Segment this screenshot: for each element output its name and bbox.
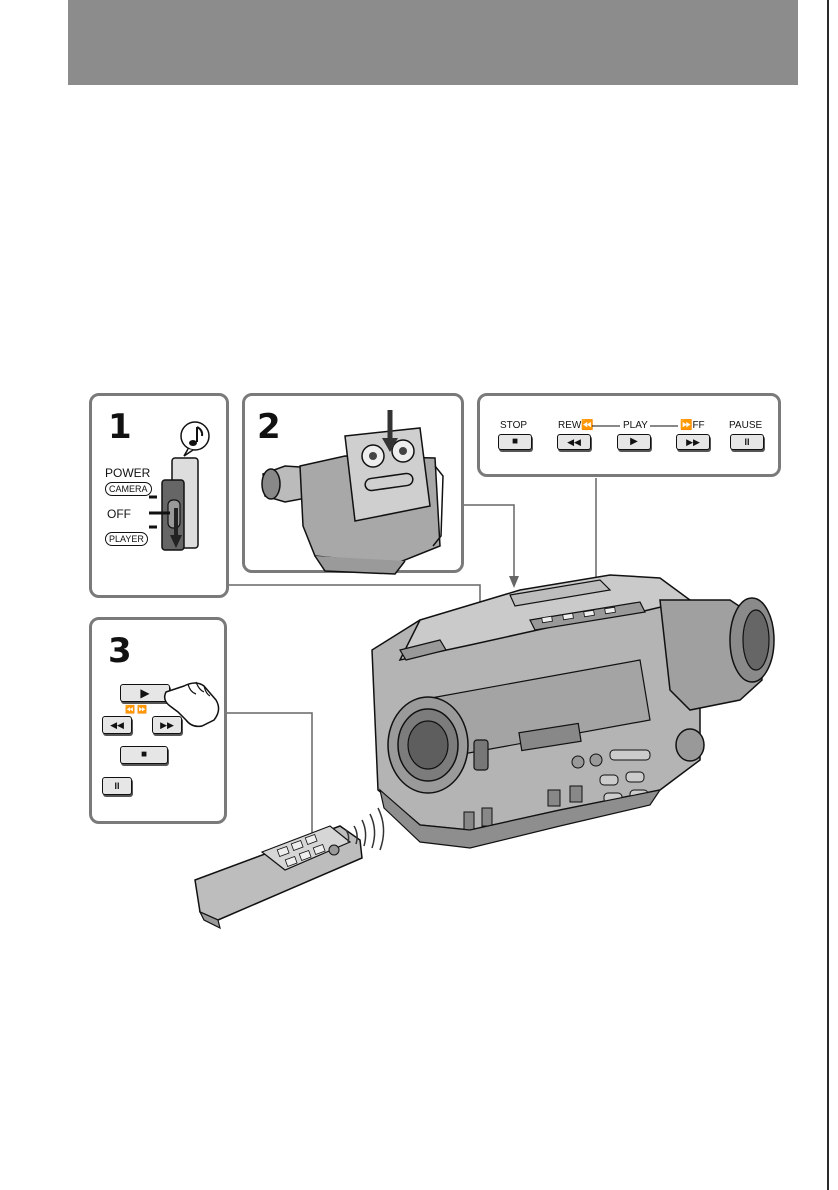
cassette-insert-illustration <box>261 410 444 575</box>
header-bar <box>68 0 798 85</box>
camera-label: CAMERA <box>105 482 152 496</box>
step1-number: 1 <box>108 407 132 447</box>
step3-number: 3 <box>108 631 132 671</box>
pause-button[interactable]: II <box>730 434 764 450</box>
remote-rewind-button[interactable]: ◀◀ <box>102 716 132 734</box>
power-label: POWER <box>105 466 151 480</box>
rew-label: REW⏪ <box>558 420 594 431</box>
remote-stop-button[interactable]: ■ <box>120 746 168 764</box>
remote-pause-button[interactable]: II <box>102 777 132 795</box>
step3-panel: 3 ▶ ⏪ ⏩ ◀◀ ▶▶ ■ II <box>89 617 227 824</box>
rewind-button[interactable]: ◀◀ <box>557 434 591 450</box>
vcr-buttons-panel: STOP REW⏪ PLAY ⏩FF PAUSE ■ ◀◀ ▶ ▶▶ II <box>477 393 781 477</box>
step2-panel: 2 <box>242 393 464 575</box>
power-switch-illustration[interactable] <box>92 396 232 601</box>
remote-play-button[interactable]: ▶ <box>120 684 170 702</box>
step2-number: 2 <box>257 407 281 447</box>
play-button[interactable]: ▶ <box>617 434 651 450</box>
music-note-icon <box>180 421 210 457</box>
off-label: OFF <box>107 507 131 521</box>
button-label-lines <box>592 425 678 427</box>
stop-button[interactable]: ■ <box>498 434 532 450</box>
page-edge-line <box>827 0 829 1190</box>
pointing-hand-icon <box>163 681 220 728</box>
fast-forward-button[interactable]: ▶▶ <box>676 434 710 450</box>
stop-label: STOP <box>500 420 528 431</box>
ff-label: ⏩FF <box>680 420 705 431</box>
play-label: PLAY <box>623 420 648 431</box>
search-marks: ⏪ ⏩ <box>125 705 148 714</box>
pause-label: PAUSE <box>729 420 763 431</box>
remote-forward-button[interactable]: ▶▶ <box>152 716 182 734</box>
step1-panel: 1 POWER CAMERA OFF PLAYER <box>89 393 229 598</box>
player-label: PLAYER <box>105 532 148 546</box>
